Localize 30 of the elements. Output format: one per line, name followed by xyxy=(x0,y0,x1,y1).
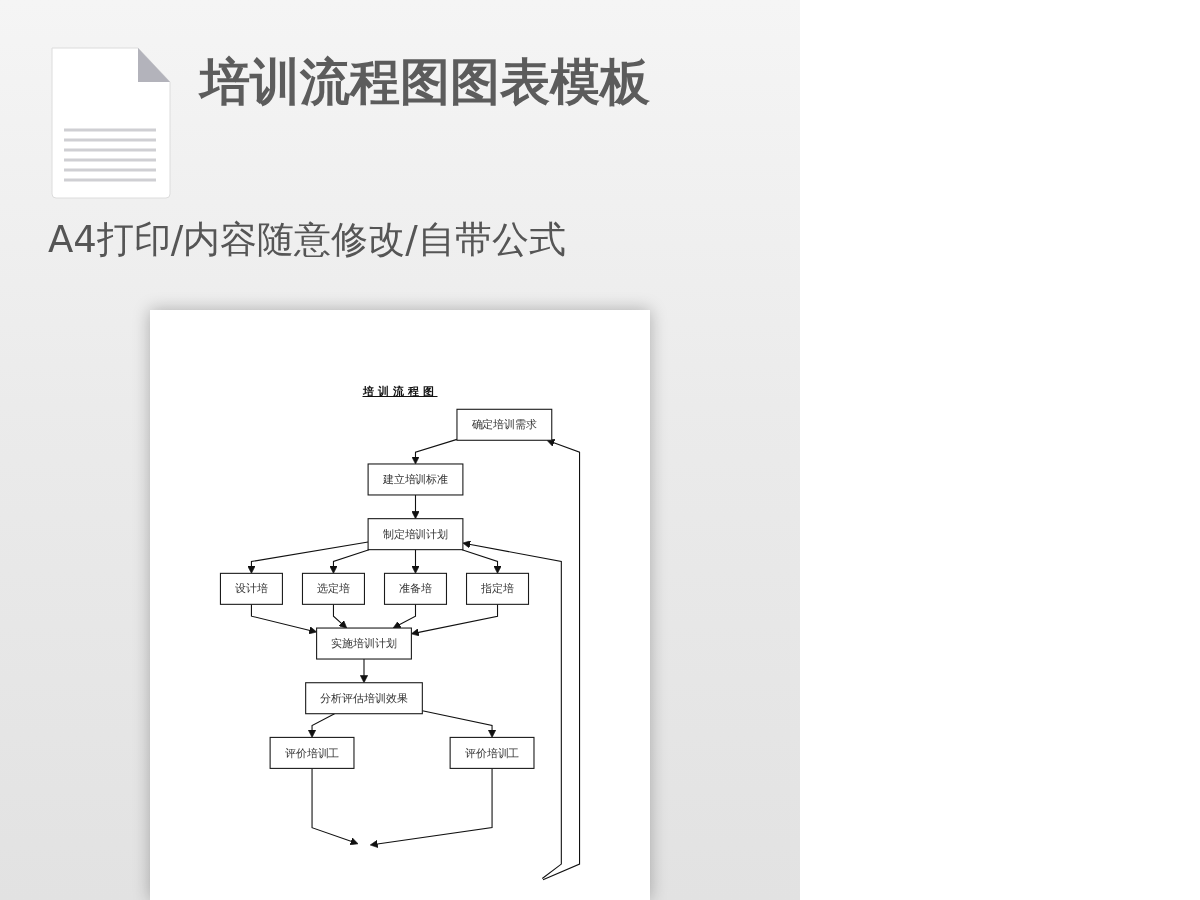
process-box: 选定培 xyxy=(301,572,365,605)
arrow xyxy=(329,549,370,574)
arrow xyxy=(247,541,369,574)
arrow xyxy=(360,658,368,684)
arrow xyxy=(308,713,336,738)
process-box: 制定培训计划 xyxy=(367,518,464,551)
arrow xyxy=(332,603,348,629)
process-box: 建立培训标准 xyxy=(367,463,464,496)
page-title: 培训流程图图表模板 xyxy=(200,52,650,113)
process-box: 评价培训工 xyxy=(449,736,535,769)
process-box: 确定培训需求 xyxy=(456,408,553,441)
arrow xyxy=(411,549,420,574)
process-box: 实施培训计划 xyxy=(316,627,412,660)
arrow xyxy=(462,540,562,880)
process-box: 评价培训工 xyxy=(269,736,355,769)
subtitle-text: A4打印/内容随意修改/自带公式 xyxy=(48,217,566,263)
arrow xyxy=(250,603,317,635)
arrow xyxy=(411,438,458,465)
process-box: 设计培 xyxy=(219,572,283,605)
arrow xyxy=(461,549,502,574)
arrow xyxy=(411,603,499,637)
document-title: 培训流程图 xyxy=(362,385,438,398)
arrow xyxy=(411,494,420,520)
process-box: 指定培 xyxy=(466,572,530,605)
arrow xyxy=(311,767,359,846)
process-box: 准备培 xyxy=(383,572,448,605)
process-box: 分析评估培训效果 xyxy=(305,682,423,715)
arrow xyxy=(392,603,417,629)
arrow xyxy=(542,439,581,881)
arrow xyxy=(369,767,493,848)
